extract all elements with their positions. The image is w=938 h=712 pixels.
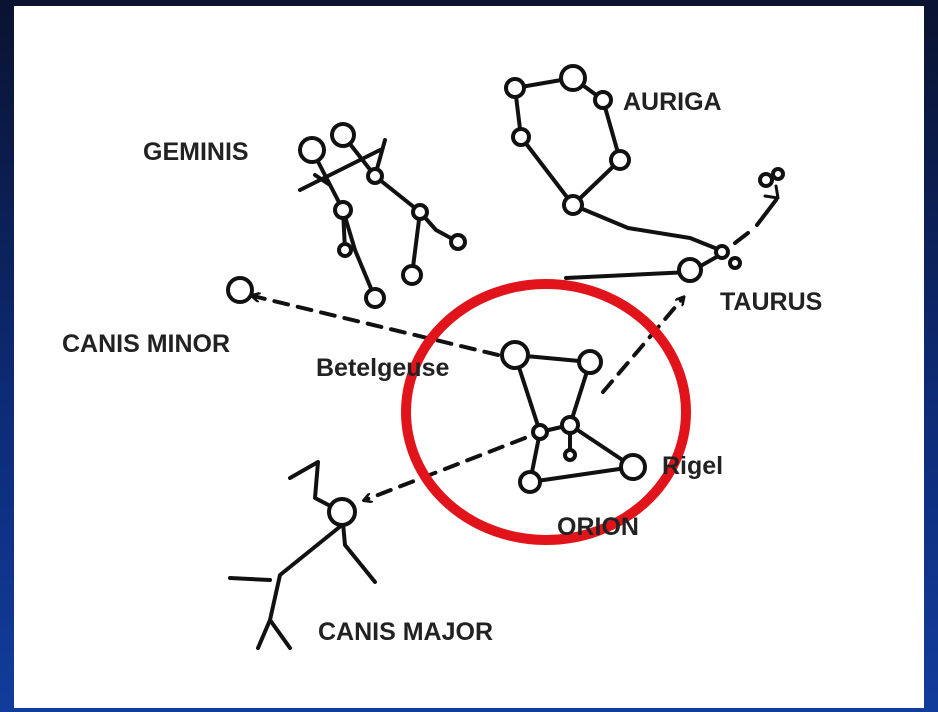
geminis-constellation bbox=[298, 122, 467, 309]
label-taurus: TAURUS bbox=[720, 288, 822, 316]
arrow-to-canis-minor bbox=[253, 296, 500, 357]
taurus-constellation bbox=[564, 167, 785, 283]
label-canis-major: CANIS MAJOR bbox=[318, 618, 493, 646]
diagram-card bbox=[14, 6, 924, 708]
label-auriga: AURIGA bbox=[623, 88, 722, 116]
label-geminis: GEMINIS bbox=[143, 138, 249, 166]
orion-highlight-circle bbox=[401, 279, 691, 545]
canis-minor-constellation bbox=[226, 276, 254, 304]
arrow-to-canis-major bbox=[365, 436, 527, 500]
canis-major-constellation bbox=[228, 460, 377, 650]
label-betelgeuse: Betelgeuse bbox=[316, 354, 449, 382]
arrow-to-taurus bbox=[601, 298, 683, 394]
auriga-constellation bbox=[504, 64, 722, 252]
label-orion: ORION bbox=[557, 513, 639, 541]
label-canis-minor: CANIS MINOR bbox=[62, 330, 230, 358]
pointer-arrows bbox=[253, 296, 683, 500]
orion-constellation bbox=[500, 340, 647, 494]
label-rigel: Rigel bbox=[662, 452, 723, 480]
